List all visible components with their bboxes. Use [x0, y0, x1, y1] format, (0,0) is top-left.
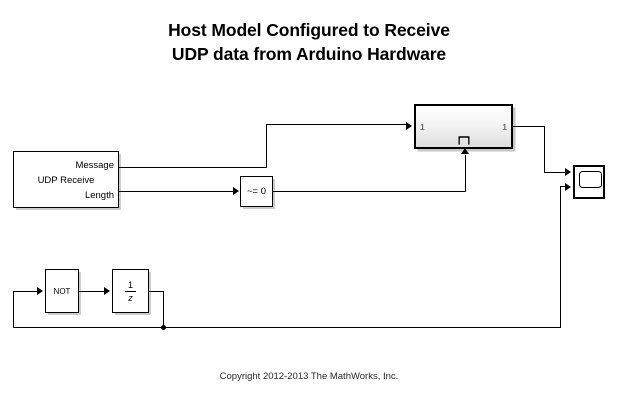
wire-delay-out-h	[149, 290, 164, 292]
wire-enable-arrowhead	[461, 148, 470, 154]
unit-delay-numerator: 1	[127, 279, 133, 290]
copyright-notice: Copyright 2012-2013 The MathWorks, Inc.	[219, 371, 399, 382]
subsystem-output-port-number: 1	[502, 122, 507, 132]
wire-message-segment-h1	[119, 166, 267, 168]
wire-length-segment	[119, 190, 234, 192]
enable-pulse-icon	[458, 136, 469, 145]
wire-scope-in2-h	[559, 186, 567, 188]
udp-receive-length-port-label: Length	[84, 190, 114, 201]
wire-subsystem-out-h2	[543, 171, 567, 173]
udp-receive-message-port-label: Message	[75, 160, 114, 171]
wire-feedback-bus-h	[162, 326, 561, 328]
compare-block-label: ~= 0	[246, 186, 267, 197]
block-compare-to-zero[interactable]: ~= 0	[240, 176, 273, 207]
wire-subsystem-out-v	[543, 125, 546, 173]
wire-scope-in1-arrowhead	[565, 168, 571, 177]
wire-junction-dot	[161, 324, 166, 330]
subsystem-input-port-number: 1	[420, 122, 425, 132]
scope-screen-icon	[579, 170, 602, 188]
not-block-label: NOT	[53, 286, 71, 296]
wire-message-segment-v	[265, 124, 267, 167]
wire-message-arrowhead	[406, 121, 412, 130]
wire-delay-out-v	[162, 290, 164, 328]
block-udp-receive[interactable]: Message UDP Receive Length	[13, 151, 119, 208]
wire-enable-segment-v	[464, 155, 467, 192]
wire-return-to-not-h	[13, 290, 38, 292]
udp-receive-name-label: UDP Receive	[37, 175, 95, 186]
unit-delay-fraction-bar	[125, 290, 136, 292]
block-logical-not[interactable]: NOT	[45, 269, 79, 313]
wire-feedback-to-scope-v	[559, 186, 562, 327]
wire-not-in-arrowhead	[37, 287, 43, 296]
block-enabled-subsystem[interactable]: 1 1	[414, 104, 513, 149]
wire-message-segment-h2	[265, 124, 407, 126]
page-title: Host Model Configured to Receive UDP dat…	[0, 18, 618, 66]
wire-return-v	[13, 290, 15, 328]
unit-delay-denominator: z	[128, 292, 133, 303]
unit-delay-fraction: 1 z	[113, 270, 148, 312]
block-scope[interactable]	[573, 165, 605, 199]
wire-return-h	[13, 326, 163, 328]
wire-not-to-delay	[79, 290, 105, 292]
wire-scope-in2-arrowhead	[565, 182, 571, 191]
title-line-1: Host Model Configured to Receive	[168, 20, 450, 40]
wire-enable-segment-h	[273, 190, 466, 192]
wire-subsystem-out-h1	[513, 125, 545, 127]
title-line-2: UDP data from Arduino Hardware	[171, 44, 447, 64]
block-unit-delay[interactable]: 1 z	[112, 269, 149, 313]
wire-delay-in-arrowhead	[104, 287, 110, 296]
wire-length-arrowhead	[233, 187, 239, 196]
